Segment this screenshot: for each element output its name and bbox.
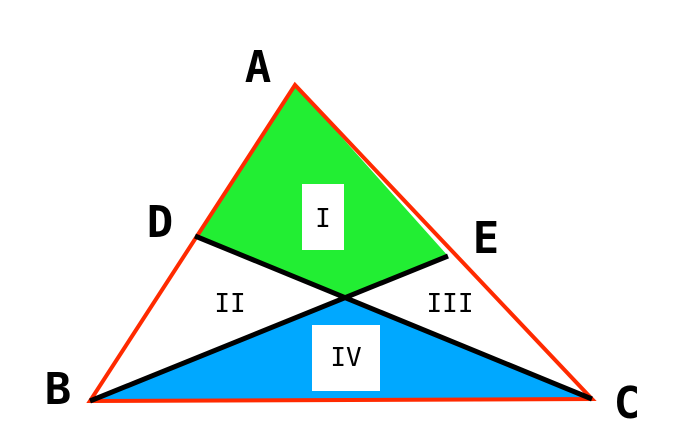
triangle-abc xyxy=(86,81,597,404)
vertex-c-label: C xyxy=(614,378,641,429)
vertex-e-label: E xyxy=(473,213,500,264)
region-ii-label: II xyxy=(214,289,245,319)
region-i-label: I xyxy=(315,204,331,234)
region-i-label-box xyxy=(302,184,344,250)
vertex-a-label: A xyxy=(245,42,272,93)
segment-dc xyxy=(194,233,593,402)
segment-be xyxy=(89,253,449,404)
vertex-d-label: D xyxy=(147,197,174,248)
region-iv-label: IV xyxy=(330,343,361,373)
vertex-b-label: B xyxy=(45,364,72,415)
region-iii-label: III xyxy=(427,289,474,319)
region-iv-label-box xyxy=(312,325,380,391)
